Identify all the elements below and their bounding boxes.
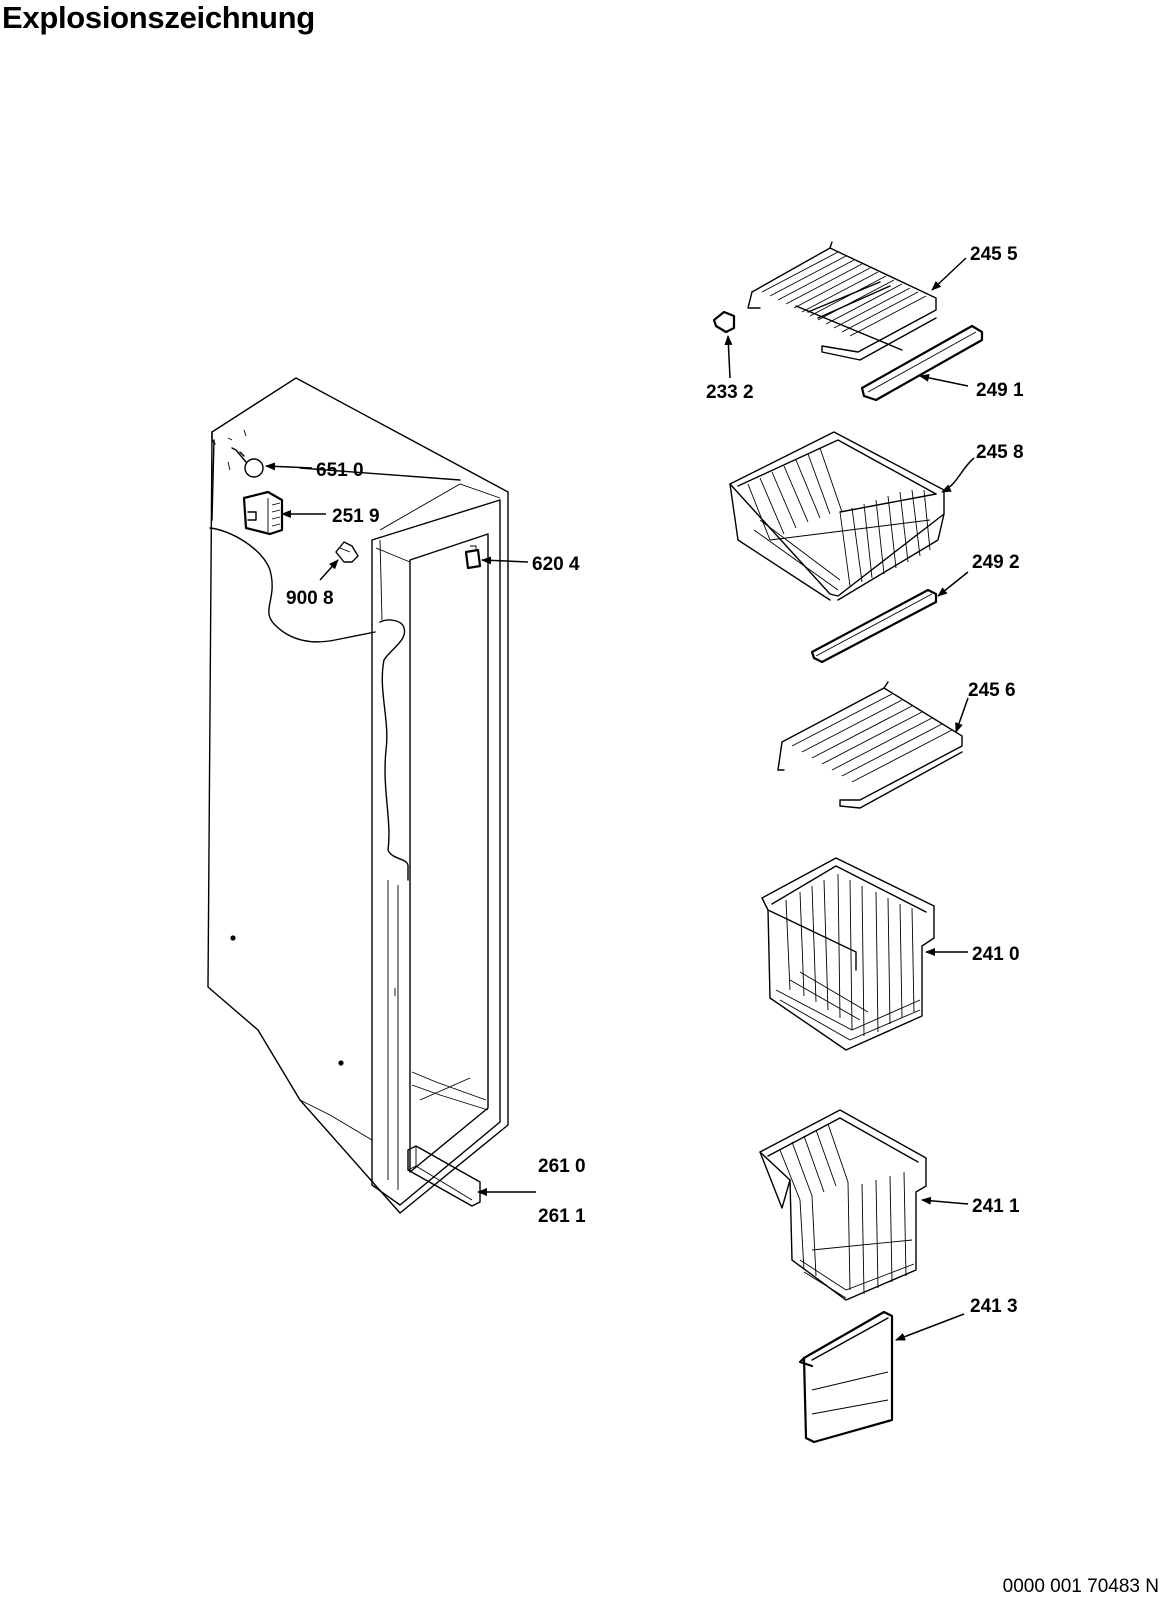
callout-9008: 900 8 bbox=[286, 588, 334, 609]
callout-2413: 241 3 bbox=[970, 1296, 1018, 1317]
callout-6510: 651 0 bbox=[316, 460, 364, 481]
callout-2410: 241 0 bbox=[972, 944, 1020, 965]
callout-2332: 233 2 bbox=[706, 382, 754, 403]
callout-2411: 241 1 bbox=[972, 1196, 1020, 1217]
document-number: 0000 001 70483 N bbox=[1002, 1576, 1159, 1597]
page-title: Explosionszeichnung bbox=[2, 0, 315, 35]
callout-2519: 251 9 bbox=[332, 506, 380, 527]
callout-2492: 249 2 bbox=[972, 552, 1020, 573]
clip-2332 bbox=[712, 310, 736, 334]
wire-basket-2458 bbox=[729, 431, 945, 601]
wire-shelf-2456 bbox=[777, 681, 963, 809]
freezer-cabinet bbox=[207, 377, 509, 1214]
basket-front-flap-2413 bbox=[798, 1310, 894, 1444]
leader-lines bbox=[265, 257, 975, 1341]
callout-2491: 249 1 bbox=[976, 380, 1024, 401]
callout-2455: 245 5 bbox=[970, 244, 1018, 265]
callout-6204: 620 4 bbox=[532, 554, 580, 575]
callout-2458: 245 8 bbox=[976, 442, 1024, 463]
callout-labels: 245 5 233 2 249 1 245 8 249 2 245 6 241 … bbox=[286, 244, 1024, 1317]
callout-2610: 261 0 bbox=[538, 1156, 586, 1177]
callout-2611: 261 1 bbox=[538, 1206, 586, 1227]
wire-basket-2410 bbox=[761, 857, 935, 1051]
callout-2456: 245 6 bbox=[968, 680, 1016, 701]
wire-shelf-2455 bbox=[747, 241, 937, 361]
rod-2492 bbox=[810, 588, 938, 664]
wire-basket-2411 bbox=[759, 1109, 927, 1301]
trim-strip-2491 bbox=[860, 324, 984, 402]
